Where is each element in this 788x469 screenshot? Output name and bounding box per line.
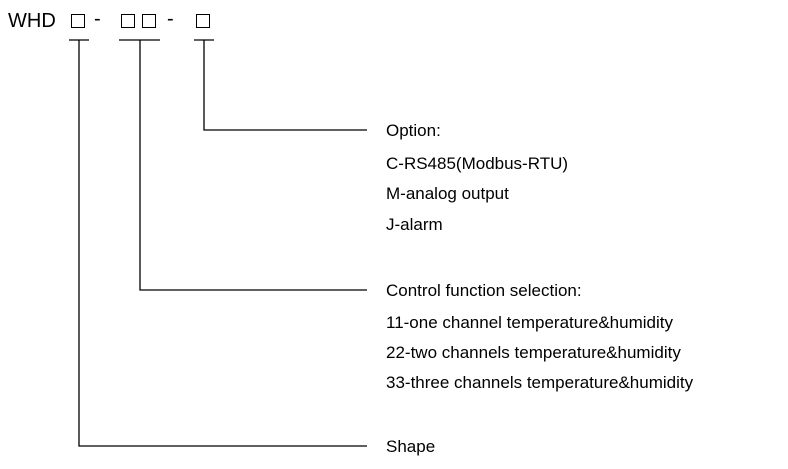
control-function-connector — [139, 40, 367, 291]
option-item-rs485: C-RS485(Modbus-RTU) — [386, 154, 569, 173]
code-dash-1: - — [94, 8, 101, 30]
control-function-code-box-2 — [142, 14, 156, 28]
option-connector — [203, 40, 367, 131]
option-item-alarm: J-alarm — [386, 215, 443, 234]
control-function-item-22: 22-two channels temperature&humidity — [386, 343, 681, 362]
shape-heading: Shape — [386, 437, 436, 456]
code-dash-2: - — [167, 8, 174, 30]
option-heading: Option: — [386, 121, 441, 140]
model-code-prefix: WHD — [8, 10, 56, 32]
shape-code-box — [71, 14, 85, 28]
control-function-heading: Control function selection: — [386, 281, 582, 300]
option-item-analog-output: M-analog output — [386, 184, 509, 203]
option-code-box — [196, 14, 210, 28]
control-function-item-33: 33-three channels temperature&humidity — [386, 373, 694, 392]
shape-connector — [78, 40, 367, 447]
control-function-item-11: 11-one channel temperature&humidity — [386, 313, 673, 332]
control-function-code-box-1 — [121, 14, 135, 28]
